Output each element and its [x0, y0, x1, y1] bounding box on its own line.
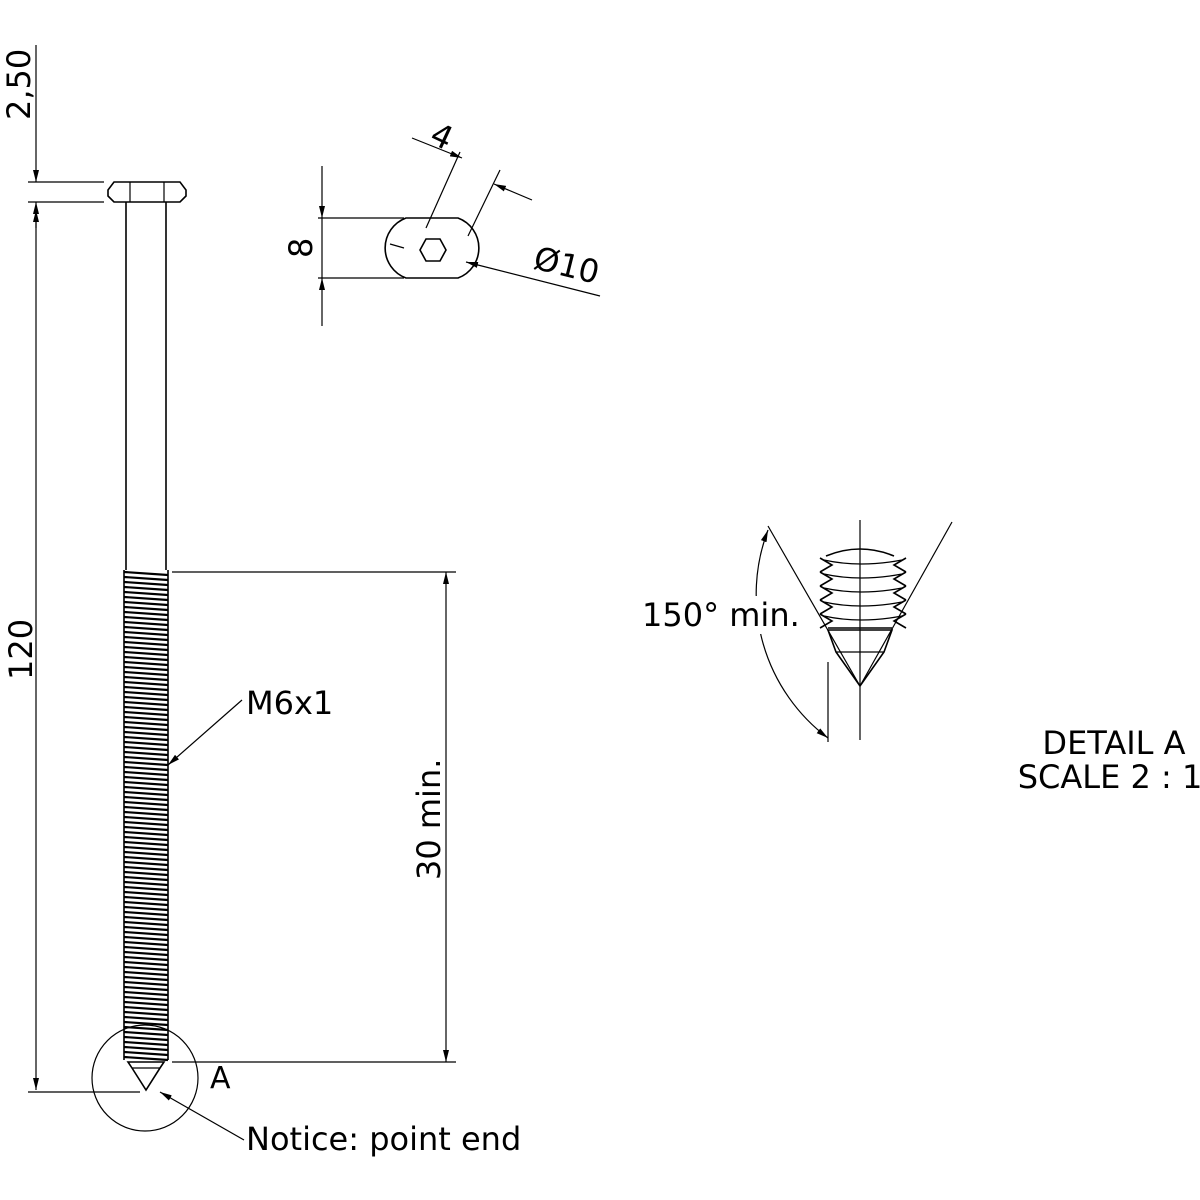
- dim-total-length: 120: [2, 210, 140, 1093]
- detail-a-view: 150° min.: [640, 520, 953, 742]
- detail-marker-label: A: [210, 1061, 231, 1096]
- thread-callout: M6x1: [167, 684, 333, 766]
- dim-thread-length: 30 min.: [172, 571, 456, 1063]
- dim-head-diameter-label: Ø10: [530, 239, 603, 292]
- detail-marker: A Notice: point end: [91, 1024, 521, 1158]
- dim-thread-length-label: 30 min.: [410, 759, 448, 880]
- dim-total-length-label: 120: [2, 619, 40, 680]
- thread-callout-label: M6x1: [246, 684, 333, 722]
- point-angle-label: 150° min.: [642, 596, 800, 634]
- dim-head-height: 2,50: [0, 45, 104, 228]
- thread-section: [123, 570, 169, 1062]
- dim-hex-width-label: 4: [425, 115, 460, 158]
- detail-title-block: DETAIL A SCALE 2 : 1: [1018, 724, 1200, 796]
- screw-side-view: [107, 181, 187, 1092]
- screw-top-view: 8 4 Ø10: [282, 115, 603, 326]
- dim-flat-width-label: 8: [282, 238, 320, 258]
- detail-title: DETAIL A: [1042, 724, 1185, 762]
- detail-scale: SCALE 2 : 1: [1018, 758, 1200, 796]
- point-note-label: Notice: point end: [246, 1120, 521, 1158]
- dim-head-height-label: 2,50: [0, 49, 38, 120]
